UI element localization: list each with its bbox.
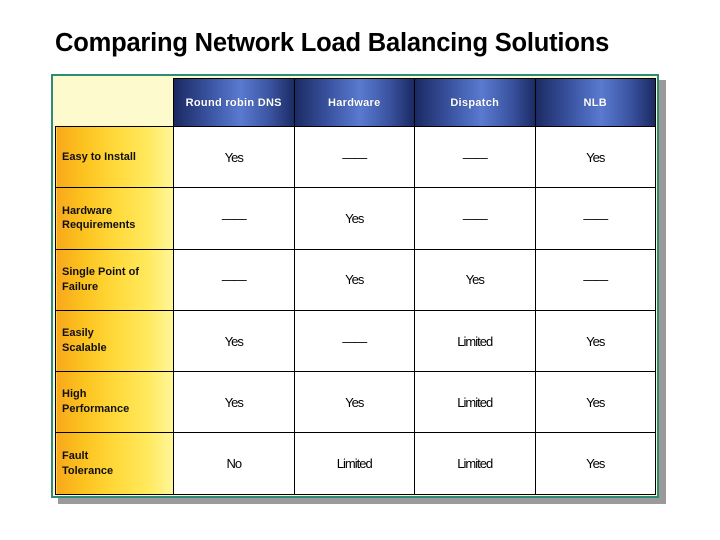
table-header: Round robin DNS Hardware Dispatch NLB: [55, 78, 656, 127]
cell-single-point-of-failure-nlb: ——: [534, 248, 656, 311]
cell-high-performance-nlb: Yes: [534, 371, 656, 434]
row-label-line: Easy to Install: [62, 150, 136, 163]
cell-easy-to-install-dispatch: ——: [414, 125, 536, 189]
row-label-line: Hardware: [62, 204, 113, 217]
cell-easy-to-install-round-robin-dns: Yes: [173, 125, 295, 189]
table-header-row: Round robin DNS Hardware Dispatch NLB: [55, 78, 656, 127]
column-header-nlb: NLB: [534, 78, 656, 127]
cell-hardware-requirements-round-robin-dns: ——: [173, 187, 295, 250]
column-header-dispatch: Dispatch: [414, 78, 536, 127]
cell-high-performance-dispatch: Limited: [414, 371, 536, 434]
row-header-single-point-of-failure: Single Point of Failure: [55, 248, 174, 311]
row-header-hardware-requirements: Hardware Requirements: [55, 187, 174, 250]
row-label-line: Single Point of: [62, 265, 139, 278]
row-header-easy-to-install: Easy to Install: [55, 125, 174, 189]
cell-fault-tolerance-nlb: Yes: [534, 432, 656, 495]
comparison-table: Round robin DNS Hardware Dispatch NLB Ea…: [55, 78, 656, 495]
table-row: Fault Tolerance No Limited Limited Yes: [55, 432, 656, 495]
table-row: High Performance Yes Yes Limited Yes: [55, 371, 656, 434]
cell-easily-scalable-dispatch: Limited: [414, 309, 536, 373]
cell-fault-tolerance-round-robin-dns: No: [173, 432, 295, 495]
cell-fault-tolerance-dispatch: Limited: [414, 432, 536, 495]
cell-single-point-of-failure-dispatch: Yes: [414, 248, 536, 311]
cell-easy-to-install-nlb: Yes: [534, 125, 656, 189]
table-row: Single Point of Failure —— Yes Yes ——: [55, 248, 656, 311]
table-row: Easily Scalable Yes —— Limited Yes: [55, 309, 656, 373]
row-label-line: Performance: [62, 403, 130, 416]
row-label-line: High: [62, 388, 87, 401]
row-header-fault-tolerance: Fault Tolerance: [55, 432, 174, 495]
cell-fault-tolerance-hardware: Limited: [293, 432, 415, 495]
cell-hardware-requirements-nlb: ——: [534, 187, 656, 250]
table-row: Hardware Requirements —— Yes —— ——: [55, 187, 656, 250]
cell-easy-to-install-hardware: ——: [293, 125, 415, 189]
row-header-high-performance: High Performance: [55, 371, 174, 434]
column-header-round-robin-dns: Round robin DNS: [173, 78, 295, 127]
page-title: Comparing Network Load Balancing Solutio…: [55, 29, 610, 57]
cell-hardware-requirements-dispatch: ——: [414, 187, 536, 250]
row-label-line: Easily: [62, 327, 94, 340]
row-header-easily-scalable: Easily Scalable: [55, 309, 174, 373]
cell-single-point-of-failure-round-robin-dns: ——: [173, 248, 295, 311]
column-header-hardware: Hardware: [293, 78, 415, 127]
cell-easily-scalable-nlb: Yes: [534, 309, 656, 373]
cell-single-point-of-failure-hardware: Yes: [293, 248, 415, 311]
table-corner-cell: [55, 78, 174, 127]
row-label-line: Failure: [62, 280, 99, 293]
table-body: Easy to Install Yes —— —— Yes Hardware R…: [55, 125, 656, 495]
cell-easily-scalable-round-robin-dns: Yes: [173, 309, 295, 373]
row-label-line: Scalable: [62, 342, 107, 355]
cell-easily-scalable-hardware: ——: [293, 309, 415, 373]
table-container: Round robin DNS Hardware Dispatch NLB Ea…: [55, 78, 656, 495]
row-label-line: Tolerance: [62, 464, 114, 477]
row-label-line: Fault: [62, 449, 89, 462]
table-row: Easy to Install Yes —— —— Yes: [55, 125, 656, 189]
cell-hardware-requirements-hardware: Yes: [293, 187, 415, 250]
cell-high-performance-hardware: Yes: [293, 371, 415, 434]
cell-high-performance-round-robin-dns: Yes: [173, 371, 295, 434]
row-label-line: Requirements: [62, 219, 136, 232]
